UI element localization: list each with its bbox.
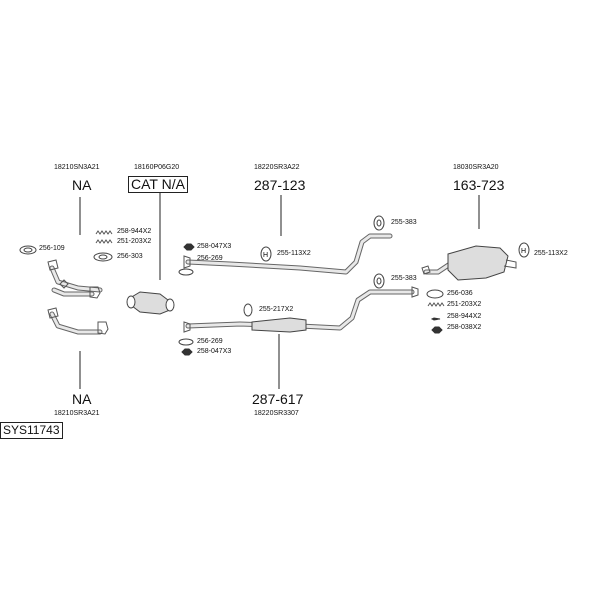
hanger-255-113x2-right[interactable]: H [518,242,530,258]
nut-258-038x2[interactable] [431,326,443,334]
part-258-944x2-b[interactable]: 258-944X2 [447,313,482,320]
oem-front-pipe-bottom: 18210SR3A21 [54,410,100,417]
ref-rear-silencer[interactable]: 163-723 [453,177,505,193]
ref-catalyst[interactable]: CAT N/A [128,176,188,193]
gasket-256-269-top[interactable] [178,268,194,276]
clamp-255-383-top[interactable] [373,215,385,231]
oem-catalyst: 18160P06G20 [134,164,180,171]
part-258-047x3-b[interactable]: 258-047X3 [197,348,232,355]
part-256-269-a[interactable]: 256-269 [197,255,223,262]
part-255-383-b[interactable]: 255-383 [391,275,417,282]
middle-top-pipe-shape[interactable] [183,233,393,275]
part-255-383-a[interactable]: 255-383 [391,219,417,226]
part-251-203x2-a[interactable]: 251-203X2 [117,238,152,245]
ref-front-pipe-top[interactable]: NA [72,177,92,193]
ref-middle-top[interactable]: 287-123 [254,177,306,193]
rear-silencer-shape[interactable] [421,245,517,281]
system-code: SYS11743 [0,422,63,439]
nut-258-047x3-top[interactable] [183,243,195,251]
nut-258-047x3-bottom[interactable] [181,348,193,356]
ref-front-pipe-bottom[interactable]: NA [72,391,92,407]
oem-middle-top: 18220SR3A22 [254,164,300,171]
bolt-258-944x2-rear[interactable] [430,317,441,321]
part-255-113x2-b[interactable]: 255-113X2 [534,250,568,257]
part-258-038x2[interactable]: 258-038X2 [447,324,482,331]
part-258-944x2-a[interactable]: 258-944X2 [117,228,152,235]
part-258-047x3-a[interactable]: 258-047X3 [197,243,232,250]
clamp-255-383-bottom[interactable] [373,273,385,289]
part-256-269-b[interactable]: 256-269 [197,338,223,345]
part-255-217x2[interactable]: 255-217X2 [259,306,294,313]
springs-catalyst[interactable] [95,230,113,244]
front-pipe-bottom-shape[interactable] [47,307,109,335]
front-pipe-top-shape[interactable] [47,259,103,299]
part-256-036[interactable]: 256-036 [447,290,473,297]
gasket-256-269-bottom[interactable] [178,338,194,346]
oem-front-pipe-top: 18210SN3A21 [54,164,100,171]
gasket-256-036[interactable] [426,289,444,299]
middle-bottom-pipe-shape[interactable] [183,286,419,333]
part-251-203x2-b[interactable]: 251-203X2 [447,301,482,308]
springs-rear[interactable] [427,302,445,307]
hanger-255-217x2[interactable] [243,303,253,317]
part-256-109[interactable]: 256-109 [39,245,65,252]
oem-middle-bottom: 18220SR3307 [254,410,299,417]
svg-text:H: H [521,248,526,255]
svg-text:H: H [263,252,268,259]
catalyst-shape[interactable] [126,291,175,315]
oem-rear-silencer: 18030SR3A20 [453,164,499,171]
part-256-303[interactable]: 256-303 [117,253,143,260]
part-255-113x2-a[interactable]: 255-113X2 [277,250,311,257]
ref-middle-bottom[interactable]: 287-617 [252,391,304,407]
hanger-255-113x2-top[interactable]: H [260,246,272,262]
